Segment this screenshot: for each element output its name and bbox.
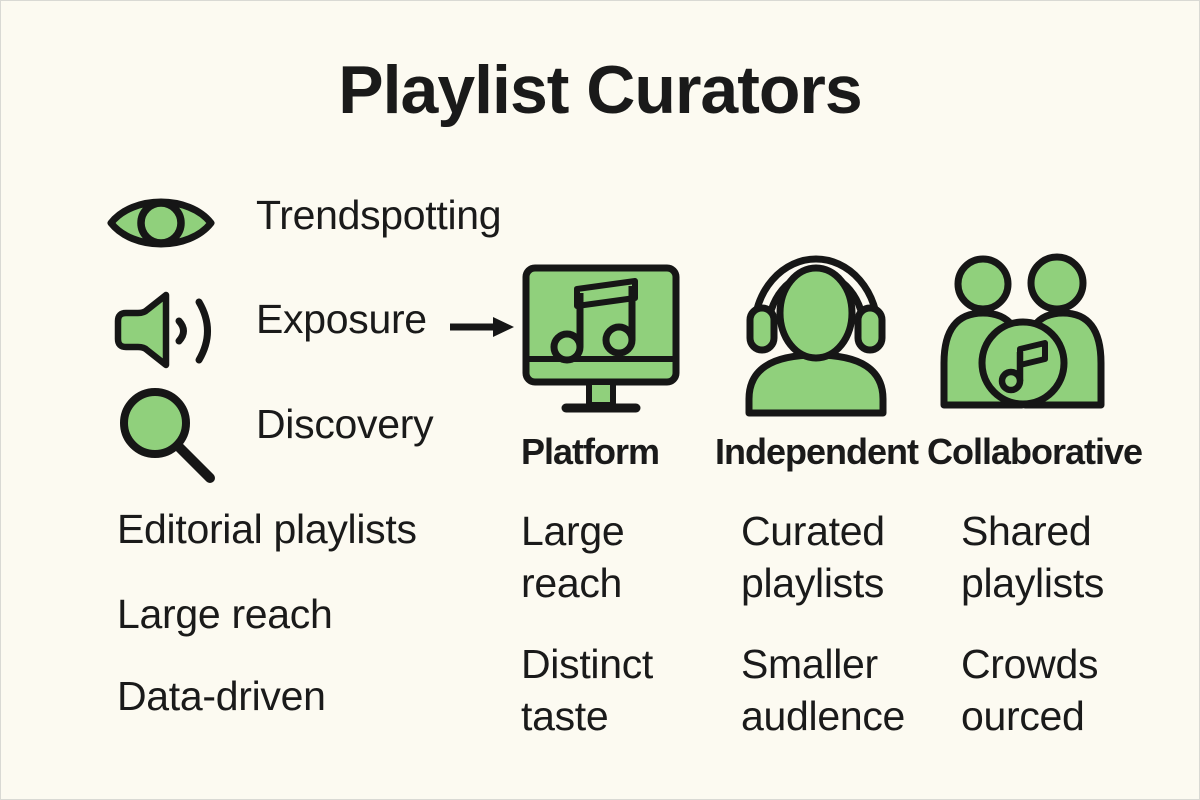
list-item-editorial-playlists: Editorial playlists <box>117 506 417 552</box>
list-item-data-driven: Data-driven <box>117 673 326 719</box>
page-title: Playlist Curators <box>338 52 862 128</box>
feature-label-discovery: Discovery <box>256 401 434 447</box>
column-header-platform: Platform <box>521 431 660 472</box>
speaker-icon <box>114 291 211 369</box>
person-headphones-icon <box>745 255 887 417</box>
platform-point-2: Distinct taste <box>521 641 654 739</box>
arrow-right-icon <box>450 317 514 337</box>
monitor-music-icon <box>522 264 680 413</box>
eye-icon <box>107 198 215 248</box>
collaborative-point-1: Shared playlists <box>961 508 1105 606</box>
feature-label-exposure: Exposure <box>256 296 427 342</box>
column-header-collaborative: Collaborative <box>927 431 1143 472</box>
magnifying-glass-icon <box>120 388 215 483</box>
feature-label-trendspotting: Trendspotting <box>256 192 502 238</box>
independent-point-2: Smaller audlence <box>741 641 906 739</box>
collaborative-point-2: Crowds ourced <box>961 641 1099 739</box>
platform-point-1: Large reach <box>521 508 625 606</box>
group-music-icon <box>940 253 1105 409</box>
column-header-independent: Independent <box>715 431 919 472</box>
independent-point-1: Curated playlists <box>741 508 885 606</box>
list-item-large-reach: Large reach <box>117 591 333 637</box>
